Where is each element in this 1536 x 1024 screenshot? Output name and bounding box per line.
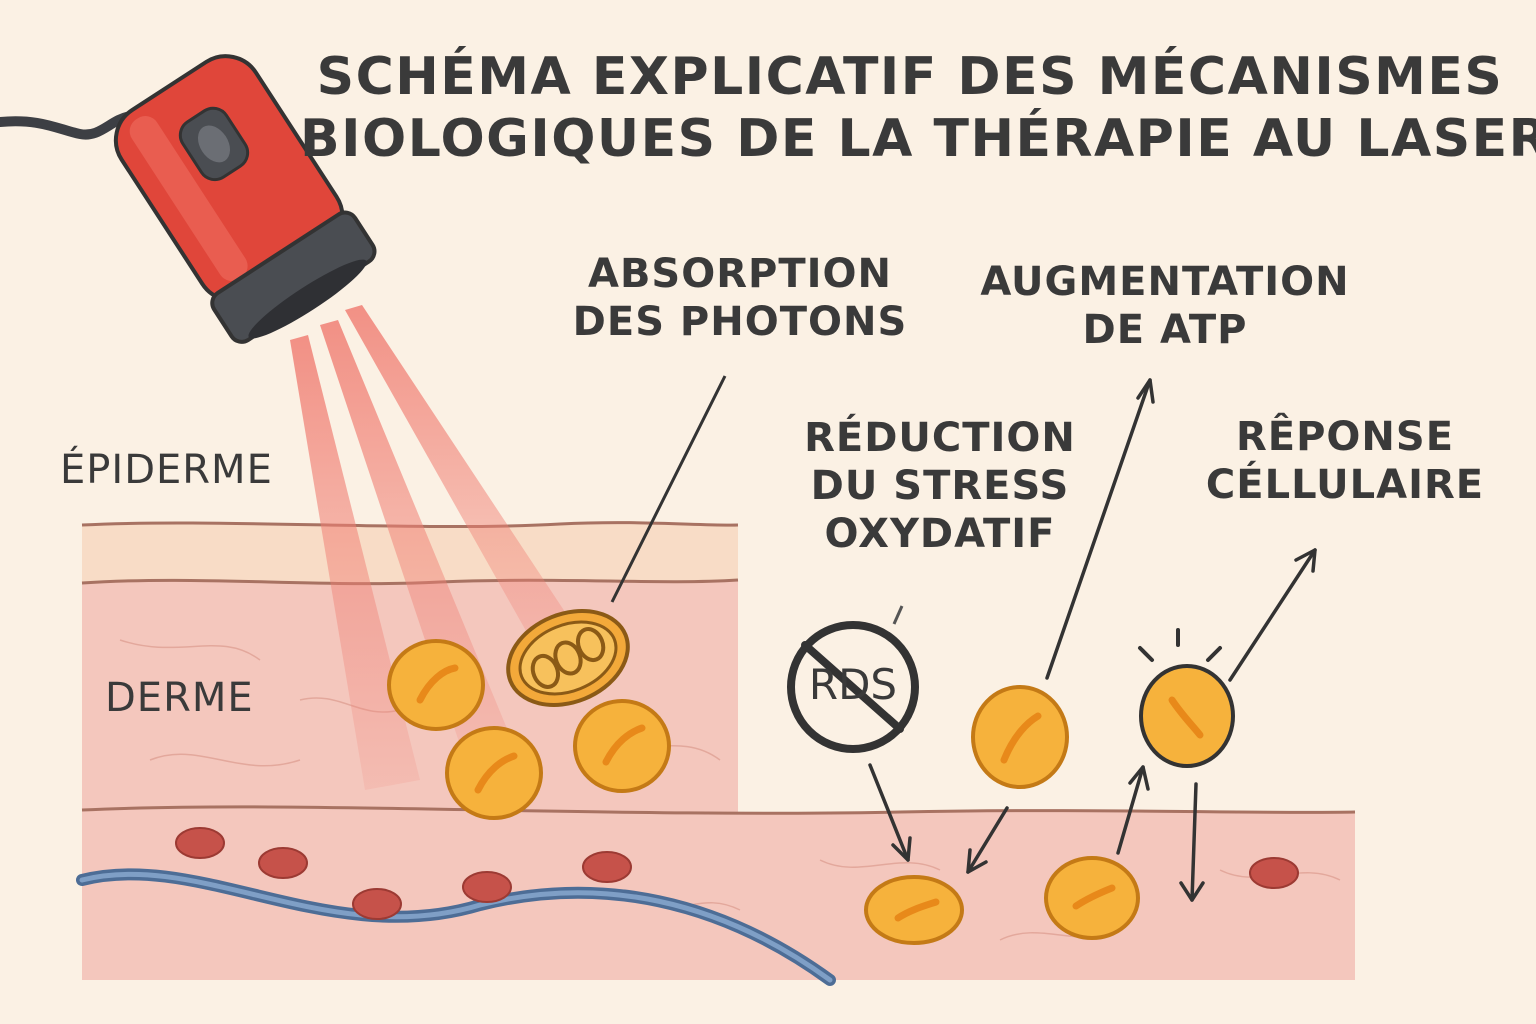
mitochondria-icon: [506, 609, 630, 707]
red-blood-cell: [582, 851, 632, 883]
label-ros: RDS: [808, 660, 898, 709]
arrows: [868, 378, 1317, 902]
label-epiderme: ÉPIDERME: [60, 447, 273, 493]
arrow-down-right: [1179, 782, 1205, 902]
cell: [1044, 856, 1140, 940]
label-atp-line-2: DE ATP: [1082, 307, 1248, 353]
activation-rays: [1138, 628, 1222, 662]
red-blood-cell: [352, 888, 402, 920]
label-reponse: RÊPONSE CÉLLULAIRE: [1190, 413, 1500, 509]
cell: [971, 685, 1069, 789]
label-absorption-line-2: DES PHOTONS: [572, 299, 908, 345]
cells-upper: [387, 639, 671, 820]
dermis-area-lower: [82, 806, 1355, 980]
red-blood-cell: [258, 847, 308, 879]
title-line-2: BIOLOGIQUES DE LA THÉRAPIE AU LASER: [300, 109, 1536, 169]
diagram-title: SCHÉMA EXPLICATIF DES MÉCANISMES BIOLOGI…: [300, 46, 1536, 170]
red-blood-cell: [1249, 857, 1299, 889]
label-reduction-line-1: RÉDUCTION: [804, 415, 1076, 461]
label-reduction: RÉDUCTION DU STRESS OXYDATIF: [790, 414, 1090, 558]
cell: [573, 699, 671, 793]
arrow-lower-up: [1116, 765, 1150, 855]
laser-beam: [345, 305, 610, 700]
label-reduction-line-2: DU STRESS: [810, 463, 1070, 509]
label-reduction-line-3: OXYDATIF: [824, 511, 1056, 557]
label-absorption-line-1: ABSORPTION: [587, 251, 893, 297]
laser-beam: [290, 335, 420, 790]
arrow-atp-up: [1045, 378, 1155, 680]
label-derme: DERME: [105, 675, 254, 721]
cell-activated: [1138, 628, 1235, 768]
cell: [864, 875, 964, 945]
red-blood-cell: [462, 871, 512, 903]
label-reponse-line-1: RÊPONSE: [1235, 414, 1455, 460]
label-reponse-line-2: CÉLLULAIRE: [1205, 462, 1485, 508]
tissue-texture: [119, 639, 721, 767]
label-atp: AUGMENTATION DE ATP: [975, 258, 1355, 354]
cell: [387, 639, 485, 731]
no-ros-icon: [787, 605, 919, 753]
arrow-response-up: [1228, 548, 1317, 682]
tissue-texture-lower: [639, 859, 1341, 941]
laser-probe-icon: [0, 54, 377, 344]
title-line-1: SCHÉMA EXPLICATIF DES MÉCANISMES: [316, 47, 1504, 107]
label-absorption: ABSORPTION DES PHOTONS: [560, 250, 920, 346]
cell: [445, 726, 543, 820]
cells-lower: [864, 628, 1235, 945]
arrow-ros-down: [868, 763, 912, 862]
label-atp-line-1: AUGMENTATION: [980, 259, 1350, 305]
arrow-cell-to-lower: [966, 806, 1009, 874]
skin-tissue-lower: [76, 805, 1356, 986]
absorption-pointer: [610, 375, 727, 603]
red-blood-cell: [175, 827, 225, 859]
